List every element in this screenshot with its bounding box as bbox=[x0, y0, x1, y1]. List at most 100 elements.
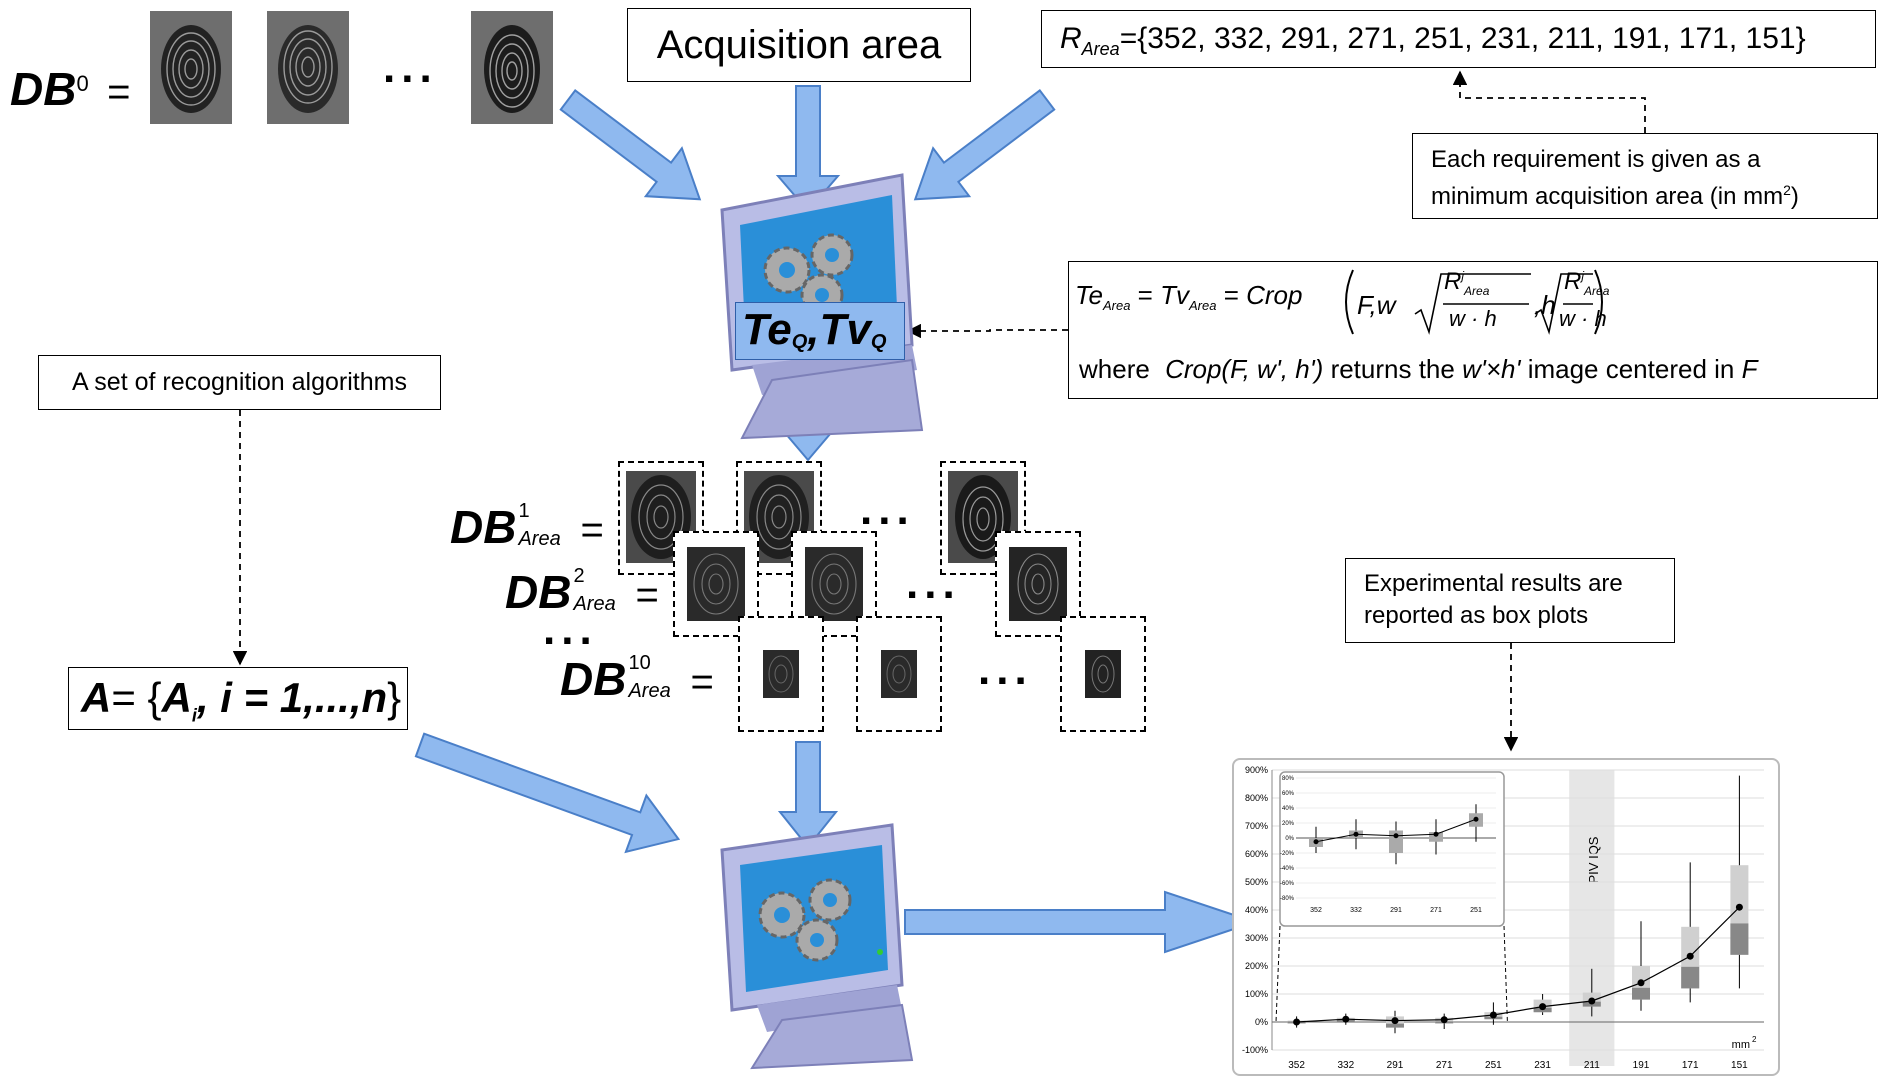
algorithm-set-box: A= {Ai, i = 1,...,n} bbox=[68, 667, 408, 730]
results-line1: Experimental results are bbox=[1364, 570, 1623, 597]
y-tick-label: 400% bbox=[1245, 905, 1268, 915]
x-tick-label: 231 bbox=[1534, 1060, 1551, 1071]
inset-box bbox=[1429, 832, 1443, 842]
median-point bbox=[1735, 903, 1743, 911]
median-point bbox=[1686, 952, 1694, 960]
inset-zoom-line bbox=[1275, 925, 1281, 1023]
inset-y-tick-label: 40% bbox=[1282, 806, 1295, 812]
formula-den2: w · h bbox=[1559, 306, 1607, 331]
teq-tvq-label: TeQ,TvQ bbox=[735, 302, 905, 360]
requirement-note-end: ) bbox=[1790, 183, 1799, 210]
formula-j2: j bbox=[1581, 269, 1585, 283]
y-tick-label: 100% bbox=[1245, 989, 1268, 999]
fingerprint-image bbox=[687, 547, 745, 621]
formula-args: (F, w', h') bbox=[1221, 354, 1324, 384]
db-area-sub: Area bbox=[518, 528, 561, 550]
inset-box bbox=[1389, 830, 1403, 853]
formula-crop2: Crop bbox=[1165, 354, 1222, 384]
formula-h: h bbox=[1541, 290, 1556, 320]
formula-r2-sub: Area bbox=[1584, 283, 1610, 298]
db-area-eq: = bbox=[580, 508, 604, 552]
formula-f-end: F bbox=[1741, 354, 1758, 384]
arrow-datasets-to-computer bbox=[777, 741, 839, 849]
inset-median-point bbox=[1473, 816, 1479, 822]
inset-y-tick-label: 20% bbox=[1282, 821, 1295, 827]
crop-args-graphic bbox=[1345, 269, 1603, 335]
arrow-acquisition-to-computer bbox=[775, 85, 841, 213]
computer-icon bbox=[720, 823, 914, 1070]
set-close: } bbox=[387, 674, 402, 721]
formula-f: F bbox=[1357, 290, 1370, 320]
y-tick-label: -100% bbox=[1242, 1045, 1268, 1055]
dashed-note-to-requirements bbox=[1452, 70, 1646, 133]
db0-label: DB0 = bbox=[10, 62, 131, 122]
fingerprint-image bbox=[471, 11, 553, 124]
formula-wxh: w'×h' bbox=[1462, 354, 1521, 384]
cropped-fingerprint-frame bbox=[738, 616, 824, 732]
ellipsis: ... bbox=[978, 645, 1033, 694]
x-tick-label: 332 bbox=[1337, 1060, 1354, 1071]
inset-x-tick-label: 251 bbox=[1470, 907, 1482, 914]
inset-y-tick-label: -80% bbox=[1280, 896, 1295, 902]
boxplot-chart: PIV IQS900%800%700%600%500%400%300%200%1… bbox=[1242, 765, 1764, 1071]
requirement-symbol: R bbox=[1060, 22, 1082, 55]
box-lower bbox=[1730, 923, 1749, 955]
x-tick-label: 352 bbox=[1288, 1060, 1305, 1071]
db-area-eq: = bbox=[635, 573, 659, 617]
y-tick-label: 300% bbox=[1245, 933, 1268, 943]
median-point bbox=[1293, 1018, 1301, 1026]
set-i-sub: i bbox=[191, 705, 197, 726]
formula-where: where bbox=[1079, 354, 1150, 384]
db-area-sup: 1 bbox=[518, 500, 530, 522]
median-point bbox=[1588, 997, 1596, 1005]
x-tick-label: 291 bbox=[1387, 1060, 1404, 1071]
inset-y-tick-label: 80% bbox=[1282, 776, 1295, 782]
median-point bbox=[1637, 979, 1645, 987]
results-line2: reported as box plots bbox=[1364, 602, 1589, 629]
inset-x-tick-label: 271 bbox=[1430, 907, 1442, 914]
y-tick-label: 0% bbox=[1255, 1017, 1268, 1027]
db0-sup: 0 bbox=[76, 70, 89, 96]
inset-x-tick-label: 291 bbox=[1390, 907, 1402, 914]
x-tick-label: 271 bbox=[1436, 1060, 1453, 1071]
formula-r1-sub: Area bbox=[1464, 283, 1490, 298]
inset-median-point bbox=[1353, 831, 1359, 837]
db-area-sup: 2 bbox=[573, 565, 585, 587]
teq-sub: Q bbox=[791, 331, 808, 354]
median-point bbox=[1342, 1015, 1350, 1023]
teq-comma: , bbox=[807, 305, 820, 354]
results-note-box: Experimental results are reported as box… bbox=[1345, 558, 1675, 643]
requirements-box: RArea={352, 332, 291, 271, 251, 231, 211… bbox=[1041, 10, 1876, 68]
box-lower bbox=[1681, 966, 1700, 989]
formula-eq1: = bbox=[1137, 280, 1153, 310]
formula-den1: w · h bbox=[1449, 306, 1497, 331]
db-area-sub: Area bbox=[573, 593, 616, 615]
crop-formula-box: TeArea = TvArea = Crop F,w RjArea w · h … bbox=[1068, 261, 1878, 399]
formula-tv: Tv bbox=[1160, 280, 1189, 310]
formula-crop: Crop bbox=[1246, 280, 1303, 310]
requirement-sub: Area bbox=[1081, 39, 1120, 59]
fingerprint-image bbox=[805, 547, 863, 621]
median-line bbox=[1296, 906, 1740, 1023]
median-point bbox=[1539, 1003, 1547, 1011]
ellipsis: ... bbox=[906, 559, 961, 608]
fingerprint-image bbox=[150, 11, 232, 124]
cropped-fingerprint-frame bbox=[995, 531, 1081, 637]
fingerprint-image bbox=[1085, 650, 1121, 698]
cropped-fingerprint-frame bbox=[1060, 616, 1146, 732]
inset-y-tick-label: 0% bbox=[1285, 836, 1294, 842]
db-area-eq: = bbox=[690, 660, 714, 704]
formula-r1: R bbox=[1444, 268, 1462, 295]
y-tick-label: 600% bbox=[1245, 849, 1268, 859]
arrow-requirements-to-computer bbox=[913, 89, 1056, 201]
db-area-base: DB bbox=[450, 501, 517, 553]
inset-y-tick-label: 60% bbox=[1282, 791, 1295, 797]
requirement-note-line1: Each requirement is given as a bbox=[1431, 146, 1761, 173]
x-tick-label: 151 bbox=[1731, 1060, 1748, 1071]
y-tick-label: 500% bbox=[1245, 877, 1268, 887]
x-tick-label: 211 bbox=[1584, 1060, 1600, 1071]
